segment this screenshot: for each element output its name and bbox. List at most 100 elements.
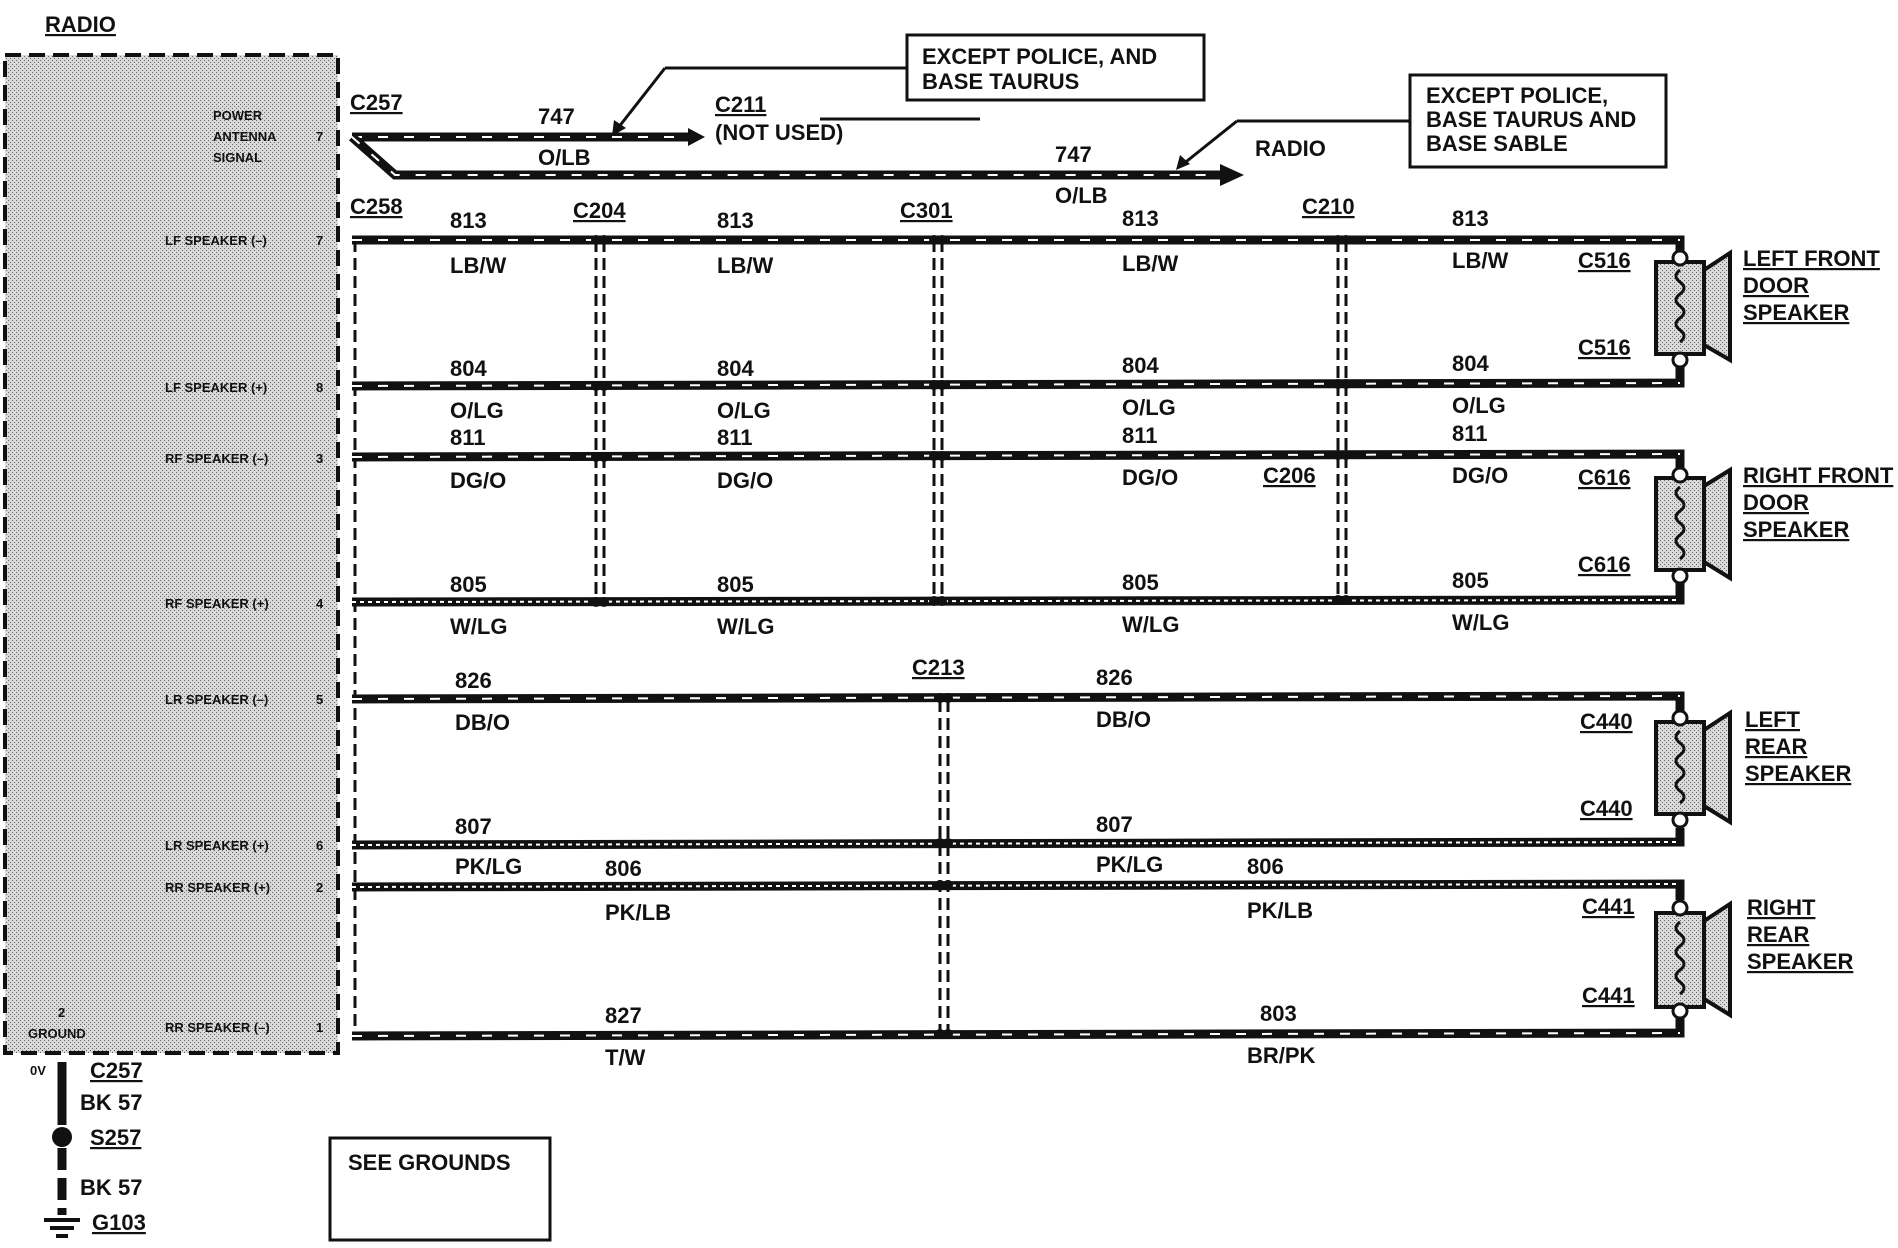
wire-811-color-2: DG/O [717, 468, 773, 493]
c211-not-used: (NOT USED) [715, 120, 843, 145]
note2-line2: BASE TAURUS AND [1426, 107, 1636, 132]
pin-num-rf-minus: 3 [316, 451, 323, 466]
pin-label-lr-minus: LR SPEAKER (–) [165, 692, 268, 707]
arrow-to-radio [1220, 164, 1244, 186]
ground-connector: C257 [90, 1058, 143, 1083]
connector-c257: C257 [350, 90, 403, 115]
wire-811-color-3: DG/O [1122, 465, 1178, 490]
wire-805-color-2: W/LG [717, 614, 774, 639]
wire-826-color-1: DB/O [455, 710, 510, 735]
left-front-speaker-icon [1654, 249, 1732, 369]
see-grounds-text: SEE GROUNDS [348, 1150, 511, 1175]
wire-827-803 [351, 1015, 1685, 1041]
wire-805-num-1: 805 [450, 572, 487, 597]
wire-813-num-2: 813 [717, 208, 754, 233]
note2-line3: BASE SABLE [1426, 131, 1568, 156]
wire-805-color-4: W/LG [1452, 610, 1509, 635]
pin-label-rr-plus: RR SPEAKER (+) [165, 880, 270, 895]
lf-speaker-label-1: LEFT FRONT [1743, 246, 1880, 271]
connector-c204: C204 [573, 198, 626, 223]
ground-symbol-icon [44, 1218, 80, 1238]
wire-827-num: 827 [605, 1003, 642, 1028]
wire-813-color-2: LB/W [717, 253, 773, 278]
ground-splice: S257 [90, 1125, 141, 1150]
wire-813-color-3: LB/W [1122, 251, 1178, 276]
ground-wire-num-1: 57 [118, 1090, 142, 1115]
note1-line2: BASE TAURUS [922, 69, 1079, 94]
wire-804-color-4: O/LG [1452, 393, 1506, 418]
wire-803-color: BR/PK [1247, 1043, 1316, 1068]
wire-807-color-1: PK/LG [455, 854, 522, 879]
wire-804-color-2: O/LG [717, 398, 771, 423]
wire-747-b-num: 747 [1055, 142, 1092, 167]
lf-connector-bottom: C516 [1578, 335, 1631, 360]
radio-title: RADIO [45, 12, 116, 37]
pin-label-rf-plus: RF SPEAKER (+) [165, 596, 269, 611]
arrow-to-c211 [688, 128, 705, 146]
rr-connector-bottom: C441 [1582, 983, 1635, 1008]
lr-speaker-label-2: REAR [1745, 734, 1807, 759]
pin-num-rr-minus: 1 [316, 1020, 323, 1035]
connector-c213: C213 [912, 655, 965, 680]
wire-826 [351, 691, 1685, 712]
wire-807-color-2: PK/LG [1096, 852, 1163, 877]
wire-811-color-4: DG/O [1452, 463, 1508, 488]
note-box-2 [1408, 73, 1668, 169]
pin-label-power-antenna-2: ANTENNA [213, 129, 277, 144]
splice-dot-icon [52, 1127, 72, 1147]
wire-813-num-4: 813 [1452, 206, 1489, 231]
ground-wire-color-1: BK [80, 1090, 112, 1115]
wire-806-color-1: PK/LB [605, 900, 671, 925]
rr-speaker-label-1: RIGHT [1747, 895, 1816, 920]
ground-voltage: 0V [30, 1063, 46, 1078]
wire-813-color-1: LB/W [450, 253, 506, 278]
wire-806-color-2: PK/LB [1247, 898, 1313, 923]
right-rear-speaker-icon [1654, 899, 1732, 1020]
wire-826-num-1: 826 [455, 668, 492, 693]
pin-num-lr-plus: 6 [316, 838, 323, 853]
wire-813-num-1: 813 [450, 208, 487, 233]
ground-wire-num-2: 57 [118, 1175, 142, 1200]
radio-destination: RADIO [1255, 136, 1326, 161]
lr-connector-top: C440 [1580, 709, 1633, 734]
lr-speaker-label-1: LEFT [1745, 707, 1801, 732]
lf-speaker-label-3: SPEAKER [1743, 300, 1849, 325]
wire-747-a-color: O/LB [538, 145, 591, 170]
wire-805-color-3: W/LG [1122, 612, 1179, 637]
wire-806-num-1: 806 [605, 856, 642, 881]
wire-747-b-color: O/LB [1055, 183, 1108, 208]
wire-807-num-1: 807 [455, 814, 492, 839]
wire-804-num-1: 804 [450, 356, 487, 381]
pin-label-power-antenna-1: POWER [213, 108, 263, 123]
rf-speaker-label-2: DOOR [1743, 490, 1809, 515]
connector-c211: C211 [715, 92, 766, 117]
wire-811-num-1: 811 [450, 425, 486, 450]
wire-804-num-2: 804 [717, 356, 754, 381]
ground-pin-num: 2 [58, 1005, 65, 1020]
note1-line1: EXCEPT POLICE, AND [922, 44, 1157, 69]
lf-connector-top: C516 [1578, 248, 1631, 273]
wire-811-color-1: DG/O [450, 468, 506, 493]
connector-c258: C258 [350, 194, 403, 219]
pin-num-antenna: 7 [316, 129, 323, 144]
pin-num-lr-minus: 5 [316, 692, 323, 707]
connector-c210: C210 [1302, 194, 1355, 219]
wire-803-num: 803 [1260, 1001, 1297, 1026]
wire-807-num-2: 807 [1096, 812, 1133, 837]
pin-label-rf-minus: RF SPEAKER (–) [165, 451, 268, 466]
pin-label-power-antenna-3: SIGNAL [213, 150, 262, 165]
wire-811-num-4: 811 [1452, 421, 1488, 446]
wire-826-color-2: DB/O [1096, 707, 1151, 732]
wire-805-num-4: 805 [1452, 568, 1489, 593]
pin-num-rf-plus: 4 [316, 596, 324, 611]
ground-wire-color-2: BK [80, 1175, 112, 1200]
pin-label-lr-plus: LR SPEAKER (+) [165, 838, 269, 853]
radio-module [3, 53, 340, 1055]
wire-805-num-3: 805 [1122, 570, 1159, 595]
wire-804-num-3: 804 [1122, 353, 1159, 378]
wire-805-num-2: 805 [717, 572, 754, 597]
rf-connector-bottom: C616 [1578, 552, 1631, 577]
rr-speaker-label-2: REAR [1747, 922, 1809, 947]
wire-806-num-2: 806 [1247, 854, 1284, 879]
